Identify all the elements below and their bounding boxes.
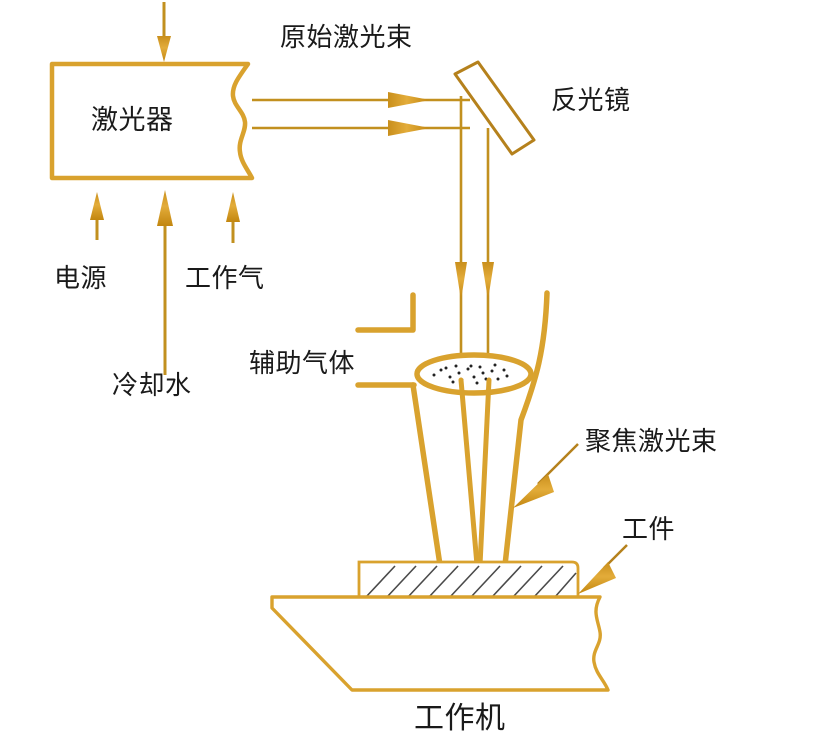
mirror — [453, 60, 536, 156]
mirror-label: 反光镜 — [551, 85, 631, 115]
focused-beam-group — [458, 377, 492, 568]
workpiece-hatching — [365, 565, 577, 598]
cooling-water-arrow-head — [157, 190, 173, 226]
laser-source-outline — [49, 61, 255, 181]
laser-source-label: 激光器 — [91, 105, 174, 135]
machine-base-outline — [270, 595, 610, 692]
working-gas-arrow-head — [226, 192, 240, 222]
auxiliary-gas-label: 辅助气体 — [249, 348, 356, 378]
workpiece — [357, 560, 580, 599]
top-arrow-head — [157, 36, 171, 62]
nozzle-walls — [410, 290, 550, 568]
vertical-beam-arrow-left — [455, 262, 467, 300]
vertical-beam-arrow-right — [482, 262, 494, 300]
vertical-beam-group — [455, 96, 494, 380]
top-input-arrow — [157, 2, 171, 62]
workpiece-body — [357, 560, 580, 599]
power-supply-label: 电源 — [54, 263, 108, 293]
mirror-plate — [453, 60, 536, 156]
focused-beam-line-left — [458, 377, 480, 568]
focusing-lens — [414, 352, 534, 396]
focused-beam-callout-arrow — [513, 443, 579, 508]
focused-beam-label: 聚焦激光束 — [585, 426, 718, 456]
focused-beam-line-right — [477, 377, 492, 568]
working-gas-arrow — [226, 192, 240, 243]
aux-gas-pipe-upper — [355, 292, 416, 333]
nozzle-wall-left — [410, 382, 443, 568]
workpiece-callout-head — [578, 562, 616, 594]
cooling-water-label: 冷却水 — [112, 370, 192, 400]
laser-source-box — [49, 61, 255, 181]
raw-beam-arrow-lower — [388, 120, 430, 136]
cooling-water-arrow — [157, 190, 173, 375]
machine-base — [270, 595, 610, 692]
workpiece-callout-arrow — [578, 544, 628, 594]
raw-beam-label: 原始激光束 — [280, 22, 413, 52]
power-arrow-head — [90, 192, 104, 220]
focused-beam-callout-head — [513, 474, 554, 508]
machine-base-label: 工作机 — [414, 702, 506, 735]
workpiece-label: 工件 — [622, 514, 676, 544]
auxiliary-gas-pipes — [355, 292, 417, 388]
focusing-lens-body — [414, 352, 534, 396]
nozzle-wall-right — [502, 290, 550, 568]
working-gas-label: 工作气 — [185, 263, 265, 293]
power-supply-arrow — [90, 192, 104, 240]
raw-beam-arrow-upper — [388, 92, 430, 108]
raw-beam-group — [252, 92, 470, 136]
